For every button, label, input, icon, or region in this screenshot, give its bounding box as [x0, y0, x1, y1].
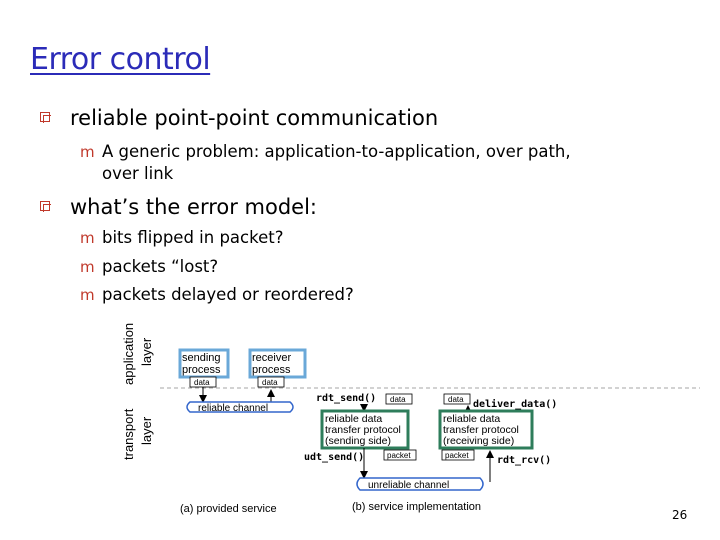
- bullet-2-sub-1: bits flipped in packet?: [102, 228, 284, 247]
- packet-tag-label: packet: [387, 451, 411, 460]
- receiver-process-line2: process: [252, 364, 291, 376]
- reliable-channel-label: reliable channel: [198, 403, 268, 414]
- caption-b: (b) service implementation: [352, 501, 481, 513]
- sender-protocol-box: [320, 409, 410, 450]
- data-tag-label: data: [448, 395, 464, 404]
- packet-tag-label: packet: [445, 451, 469, 460]
- sending-process-box: [178, 348, 230, 379]
- bullet-2-sub-2: packets “lost?: [102, 257, 219, 276]
- caption-a: (a) provided service: [180, 503, 277, 515]
- rdt-send-label: rdt_send(): [316, 393, 376, 404]
- data-tag: [443, 393, 471, 405]
- bullet-1-sub-1: A generic problem: application-to-applic…: [102, 142, 571, 161]
- receiver-protocol-line2: transfer protocol: [443, 424, 519, 436]
- slide-number: 26: [672, 508, 688, 522]
- sender-protocol-line1: reliable data: [325, 413, 382, 425]
- sending-process-line1: sending: [182, 352, 221, 364]
- panel-b: rdt_send() data reliable data transfer p…: [304, 393, 557, 513]
- application-label: application: [121, 323, 136, 385]
- reliable-channel-pipe: [186, 401, 294, 413]
- bullet-1-text: reliable point-point communication: [70, 106, 439, 130]
- sub-bullet-icon: m: [80, 286, 95, 304]
- data-tag: [257, 376, 285, 388]
- rdt-rcv-label: rdt_rcv(): [497, 455, 551, 466]
- bullet-1-sub-2: over link: [102, 164, 174, 183]
- udt-send-label: udt_send(): [304, 452, 364, 463]
- sender-protocol-line3: (sending side): [325, 435, 391, 447]
- bullet-2-text: what’s the error model:: [70, 195, 317, 219]
- bullet-2-sub-3: packets delayed or reordered?: [102, 285, 354, 304]
- unreliable-channel-label: unreliable channel: [368, 480, 449, 491]
- application-layer-label: layer: [139, 337, 154, 366]
- unreliable-channel-pipe: [356, 477, 484, 491]
- packet-tag: [441, 449, 475, 461]
- sub-bullet-icon: m: [80, 229, 95, 247]
- deliver-data-label: deliver_data(): [473, 398, 557, 410]
- data-tag: [385, 393, 413, 405]
- transport-label: transport: [121, 408, 136, 460]
- packet-tag: [383, 449, 417, 461]
- receiver-process-line1: receiver: [252, 352, 291, 364]
- sending-process-line2: process: [182, 364, 221, 376]
- data-tag-label: data: [194, 378, 210, 387]
- data-tag-label: data: [262, 378, 278, 387]
- sub-bullet-icon: m: [80, 143, 95, 161]
- panel-a: sending process receiver process data da…: [178, 348, 307, 515]
- receiver-protocol-line3: (receiving side): [443, 435, 514, 447]
- receiver-protocol-line1: reliable data: [443, 413, 500, 425]
- bullet-icon: [40, 201, 51, 212]
- transport-layer-label: layer: [139, 416, 154, 445]
- receiver-protocol-box: [438, 409, 534, 450]
- sender-protocol-line2: transfer protocol: [325, 424, 401, 436]
- sub-bullet-icon: m: [80, 258, 95, 276]
- bullet-icon: [40, 112, 51, 123]
- data-tag-label: data: [390, 395, 406, 404]
- slide-title: Error control: [30, 42, 211, 77]
